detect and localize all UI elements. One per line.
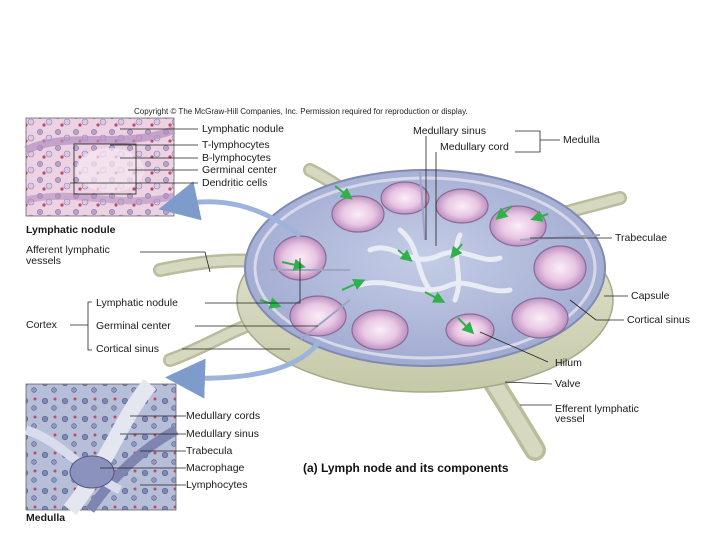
label-medullary-cords: Medullary cords xyxy=(186,410,260,422)
label-capsule: Capsule xyxy=(631,290,670,302)
label-medullary-sinus-inset: Medullary sinus xyxy=(186,428,259,440)
inset-top-title: Lymphatic nodule xyxy=(26,224,115,236)
copyright-notice: Copyright © The McGraw-Hill Companies, I… xyxy=(134,107,468,116)
label-cortex-germinal: Germinal center xyxy=(96,320,171,332)
label-dendritic-cells: Dendritic cells xyxy=(202,177,267,189)
label-cortex: Cortex xyxy=(26,319,57,331)
label-b-lymphocytes: B-lymphocytes xyxy=(202,152,271,164)
label-medullary-sinus: Medullary sinus xyxy=(413,125,486,137)
label-t-lymphocytes: T-lymphocytes xyxy=(202,139,270,151)
label-medulla: Medulla xyxy=(563,134,600,146)
label-macrophage: Macrophage xyxy=(186,462,244,474)
inset-medulla xyxy=(26,384,176,510)
label-cortex-nodule: Lymphatic nodule xyxy=(96,297,178,309)
inset-bottom-title: Medulla xyxy=(26,512,65,524)
label-cortical-sinus: Cortical sinus xyxy=(627,314,690,326)
label-afferent-2: vessels xyxy=(26,255,61,267)
label-lymphocytes: Lymphocytes xyxy=(186,479,247,491)
inset-lymphatic-nodule xyxy=(26,118,174,216)
label-hilum: Hilum xyxy=(555,357,582,369)
label-trabecula: Trabecula xyxy=(186,445,232,457)
label-trabeculae: Trabeculae xyxy=(615,232,667,244)
label-medullary-cord: Medullary cord xyxy=(440,141,509,153)
label-efferent-2: vessel xyxy=(555,413,585,425)
label-lymphatic-nodule: Lymphatic nodule xyxy=(202,123,284,135)
figure-caption: (a) Lymph node and its components xyxy=(303,461,509,475)
label-germinal-center: Germinal center xyxy=(202,164,277,176)
label-valve: Valve xyxy=(555,378,581,390)
label-cortex-sinus: Cortical sinus xyxy=(96,343,159,355)
